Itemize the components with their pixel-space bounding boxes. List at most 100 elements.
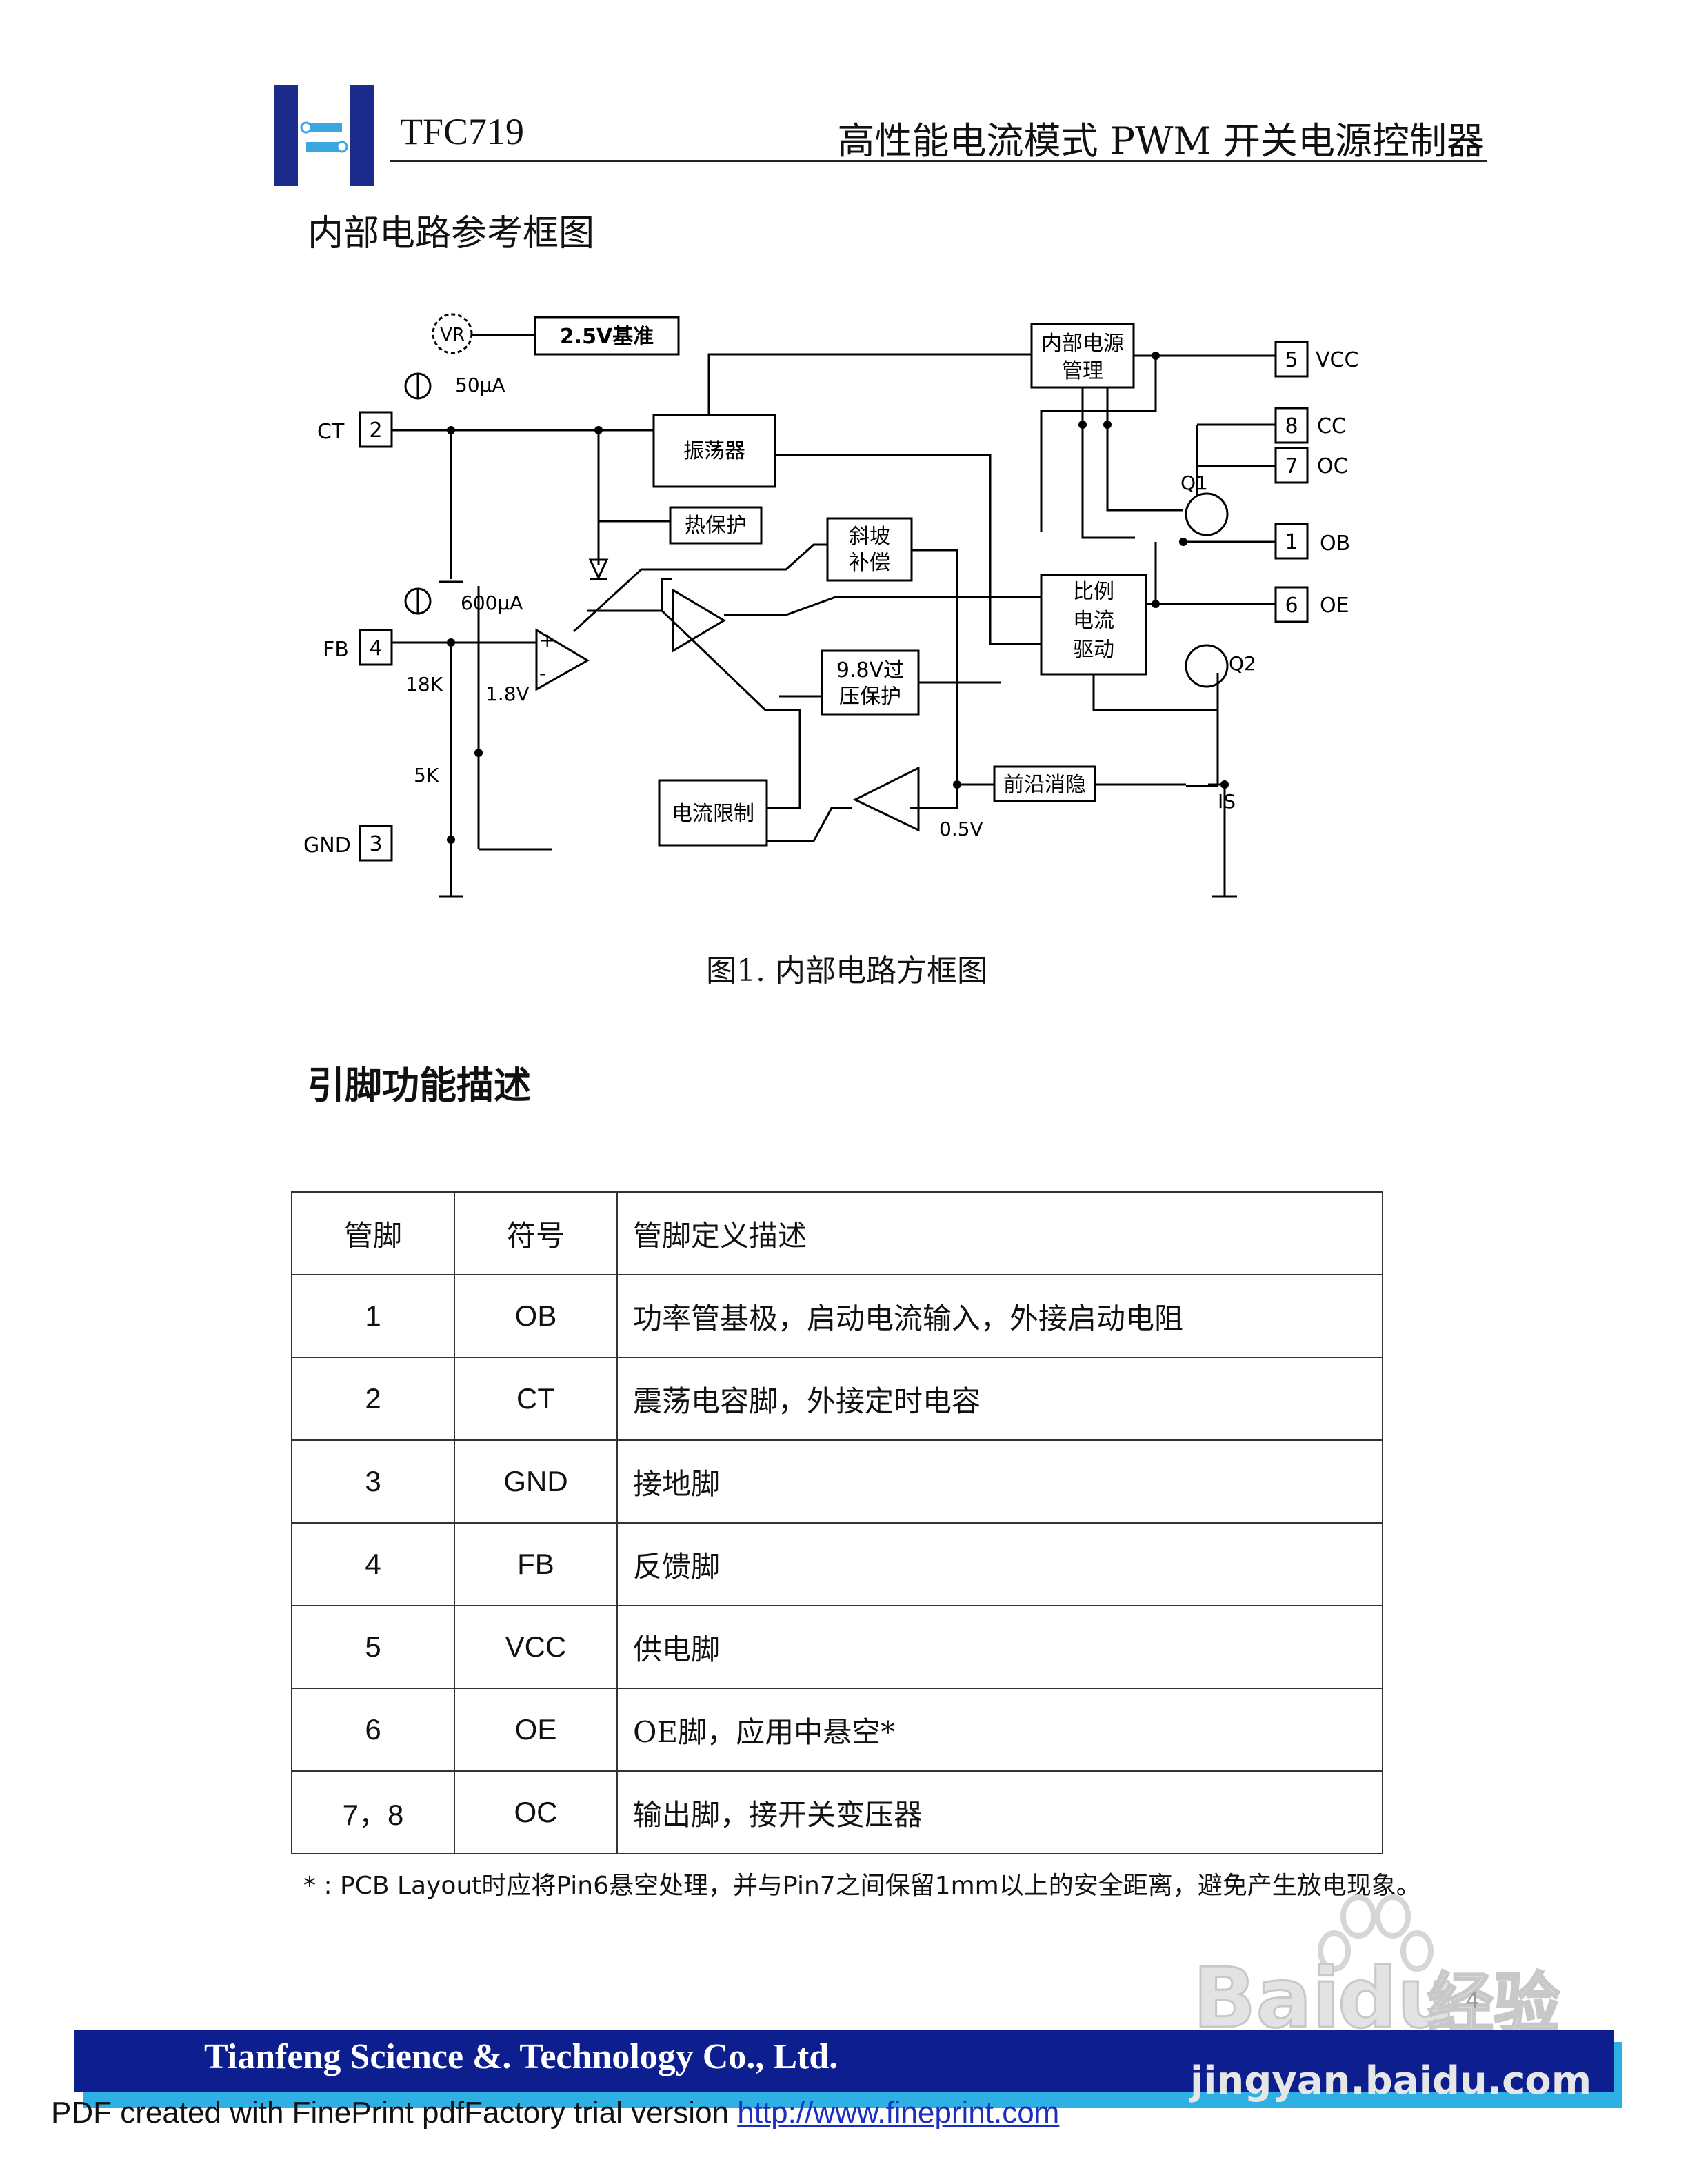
ground-symbol	[439, 580, 1237, 898]
table-cell: 7，8	[291, 1770, 455, 1854]
table-cell: 供电脚	[616, 1605, 1383, 1689]
pin-number: 7	[1285, 454, 1298, 478]
table-cell: OE脚，应用中悬空*	[616, 1688, 1383, 1772]
pin-name: OE	[1320, 594, 1349, 618]
pdf-creator-note: PDF created with FinePrint pdfFactory tr…	[51, 2096, 1059, 2130]
is-label: IS	[1218, 790, 1236, 813]
current-50ua-label: 50μA	[455, 374, 505, 396]
product-name: TFC719	[400, 111, 525, 152]
table-cell: FB	[454, 1522, 618, 1606]
slope-label-2: 补偿	[849, 551, 890, 575]
resistor-18k-label: 18K	[405, 673, 443, 696]
pdf-note-text: PDF created with FinePrint pdfFactory tr…	[51, 2096, 738, 2130]
driver-label-1: 比例	[1073, 580, 1114, 604]
driver-label-3: 驱动	[1073, 638, 1114, 662]
table-row: 2 CT 震荡电容脚，外接定时电容	[291, 1357, 1383, 1441]
table-cell: 功率管基极，启动电流输入，外接启动电阻	[616, 1274, 1383, 1358]
table-header-cell: 管脚定义描述	[616, 1191, 1383, 1275]
watermark-url: jingyan.baidu.com	[1190, 2059, 1592, 2103]
osc-box	[652, 414, 776, 488]
table-cell: GND	[454, 1439, 618, 1524]
table-header-cell: 管脚	[291, 1191, 455, 1275]
table-cell: CT	[454, 1357, 618, 1441]
table-header-cell: 符号	[454, 1191, 618, 1275]
comparator	[535, 588, 920, 832]
vr-label: VR	[440, 325, 465, 345]
fineprint-link[interactable]: http://www.fineprint.com	[737, 2096, 1060, 2130]
pin-number: 3	[369, 832, 382, 856]
table-cell: 6	[291, 1688, 455, 1772]
table-row: 6 OE OE脚，应用中悬空*	[291, 1688, 1383, 1772]
resistor-5k-label: 5K	[414, 764, 439, 787]
osc-label: 振荡器	[683, 439, 745, 463]
comparator-minus: -	[539, 662, 546, 685]
pin-name: FB	[323, 638, 349, 662]
slope-label-1: 斜坡	[849, 525, 890, 549]
figure-caption: 图1. 内部电路方框图	[706, 953, 987, 989]
power-mgmt-label-1: 内部电源	[1041, 332, 1124, 356]
section-title-pins: 引脚功能描述	[308, 1064, 531, 1107]
page-number: 4	[1466, 1987, 1479, 2013]
table-cell: 接地脚	[616, 1439, 1383, 1524]
company-logo	[274, 85, 374, 186]
diode	[588, 558, 609, 580]
table-cell: 3	[291, 1439, 455, 1524]
pin-number: 1	[1285, 530, 1298, 554]
table-cell: VCC	[454, 1605, 618, 1689]
table-cell: OC	[454, 1770, 618, 1854]
current-limit-label: 电流限制	[672, 802, 754, 826]
pin-name: OC	[1317, 454, 1348, 478]
table-row: 3 GND 接地脚	[291, 1439, 1383, 1524]
block-diagram: 2.5V基准 VR 内部电源 管理 振荡器 热保护 斜坡 补偿 9.8V过 压保…	[303, 313, 1358, 898]
table-cell: 反馈脚	[616, 1522, 1383, 1606]
pin-name: CT	[317, 420, 345, 444]
pin-number: 2	[369, 418, 382, 443]
voltage-0v5-label: 0.5V	[939, 818, 983, 840]
footnote: * : PCB Layout时应将Pin6悬空处理，并与Pin7之间保留1mm以…	[303, 1872, 1421, 1900]
document-title: 高性能电流模式 PWM 开关电源控制器	[837, 119, 1484, 163]
table-cell: 4	[291, 1522, 455, 1606]
pin-name: CC	[1317, 414, 1346, 438]
leb-label: 前沿消隐	[1003, 773, 1086, 797]
table-cell: 1	[291, 1274, 455, 1358]
table-row: 4 FB 反馈脚	[291, 1522, 1383, 1606]
pin-table: 管脚 符号 管脚定义描述 1 OB 功率管基极，启动电流输入，外接启动电阻 2 …	[291, 1191, 1383, 1854]
ovp-label-2: 压保护	[839, 685, 901, 709]
table-cell: 5	[291, 1605, 455, 1689]
section-title-block-diagram: 内部电路参考框图	[308, 213, 595, 254]
table-row: 7，8 OC 输出脚，接开关变压器	[291, 1770, 1383, 1854]
thermal-box	[669, 506, 763, 545]
pin-number: 8	[1285, 414, 1298, 438]
table-cell: 2	[291, 1357, 455, 1441]
current-600ua-label: 600μA	[461, 592, 523, 614]
table-header-row: 管脚 符号 管脚定义描述	[291, 1191, 1383, 1275]
table-cell: 输出脚，接开关变压器	[616, 1770, 1383, 1854]
pin-name: VCC	[1316, 348, 1358, 372]
comparator-plus: +	[539, 629, 555, 651]
footer-bar	[74, 2030, 1614, 2092]
pin-name: OB	[1320, 532, 1350, 556]
table-cell: OB	[454, 1274, 618, 1358]
power-mgmt-label-2: 管理	[1062, 359, 1103, 383]
table-row: 5 VCC 供电脚	[291, 1605, 1383, 1689]
pin-number: 5	[1285, 348, 1298, 372]
ovp-label-1: 9.8V过	[836, 658, 904, 682]
transistor-q1	[1185, 492, 1229, 536]
pin-name: GND	[303, 833, 351, 858]
transistor-q2	[1185, 644, 1229, 688]
pin-number: 6	[1285, 594, 1298, 618]
company-name: Tianfeng Science &. Technology Co., Ltd.	[204, 2037, 838, 2076]
driver-label-2: 电流	[1073, 609, 1114, 633]
current-limit-box	[658, 779, 768, 847]
thermal-label: 热保护	[685, 514, 747, 538]
table-row: 1 OB 功率管基极，启动电流输入，外接启动电阻	[291, 1274, 1383, 1358]
q2-label: Q2	[1229, 652, 1256, 675]
ref-label: 2.5V基准	[560, 325, 654, 349]
table-cell: 震荡电容脚，外接定时电容	[616, 1357, 1383, 1441]
q1-label: Q1	[1180, 472, 1208, 494]
table-cell: OE	[454, 1688, 618, 1772]
pin-box	[359, 341, 1309, 862]
header-rule	[390, 160, 1487, 162]
pin-number: 4	[369, 636, 382, 660]
voltage-1v8-label: 1.8V	[485, 682, 530, 705]
